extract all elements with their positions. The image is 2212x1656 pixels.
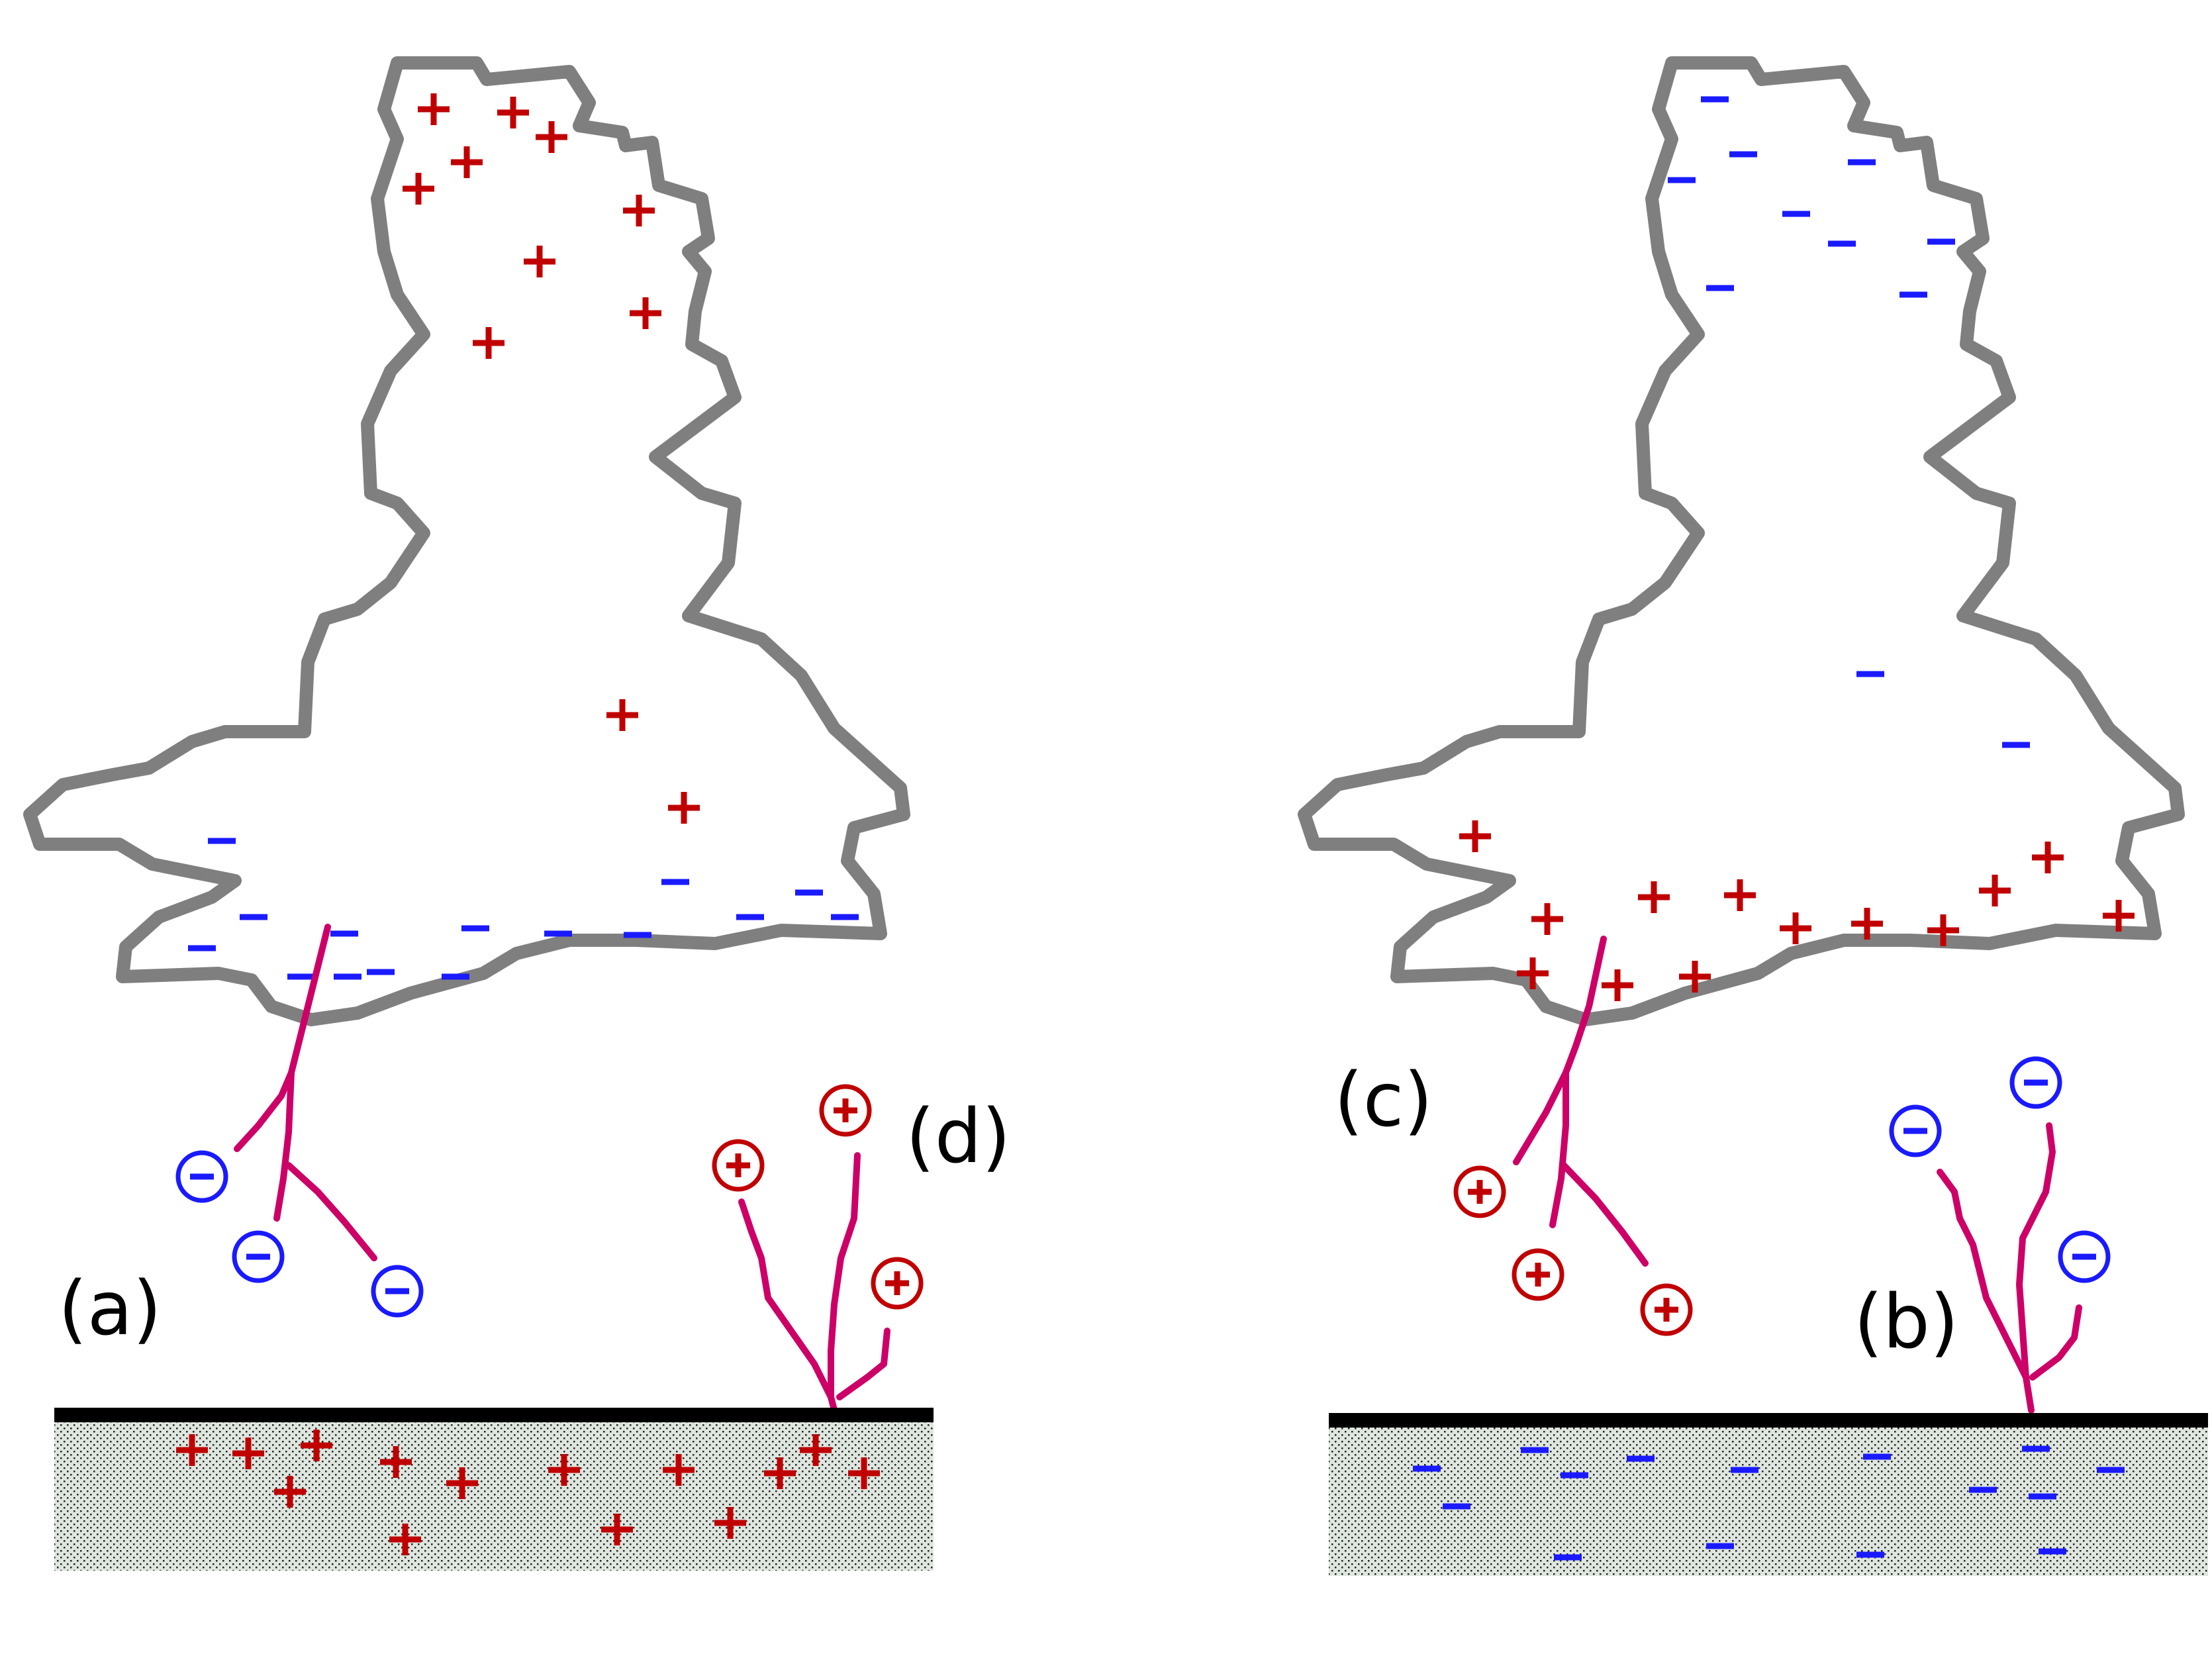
leader-branch (1561, 1162, 1649, 1267)
negative-ion (232, 1230, 285, 1283)
right-panel: (c) (b) (1298, 56, 2208, 1576)
positive-ion (871, 1257, 924, 1310)
leader-branch (836, 1328, 890, 1400)
positive-charge (1780, 912, 1811, 944)
left-ground (54, 1417, 934, 1571)
right-cloud-upper-charges (1668, 96, 2030, 748)
leader-branch (2029, 1304, 2082, 1381)
positive-charge (548, 1454, 580, 1486)
negative-ion (1889, 1104, 1942, 1157)
right-leaders (1513, 936, 2082, 1414)
right-ground-charges (1413, 1445, 2125, 1561)
label-c: (c) (1334, 1057, 1433, 1144)
positive-charge (536, 121, 567, 153)
positive-charge (418, 93, 450, 125)
left-cloud-upper-charges (403, 93, 700, 824)
positive-charge (601, 1514, 633, 1545)
right-cloud-outline (1298, 56, 2185, 1026)
positive-charge (301, 1430, 332, 1461)
positive-ion (1453, 1165, 1506, 1218)
leader-branch (285, 1162, 377, 1261)
positive-charge (473, 327, 505, 359)
positive-charge (606, 699, 638, 731)
leader-branch (1549, 1069, 1569, 1228)
positive-ion (712, 1139, 765, 1192)
positive-charge (2032, 842, 2064, 873)
left-panel: (a) (d) (23, 56, 1010, 1571)
left-leaders (234, 924, 890, 1434)
leader-branch (828, 1152, 861, 1400)
positive-charge (1459, 820, 1491, 852)
leader-branch (234, 924, 331, 1152)
positive-charge (630, 297, 661, 329)
positive-charge (497, 97, 529, 128)
positive-charge (764, 1457, 796, 1489)
positive-charge (1979, 875, 2011, 906)
left-cloud-base-charges (188, 838, 859, 980)
negative-ion (2009, 1056, 2062, 1109)
positive-charge (380, 1446, 412, 1478)
positive-charge (623, 195, 655, 226)
label-d: (d) (906, 1094, 1010, 1180)
positive-ion (1512, 1248, 1564, 1301)
right-cloud-base-charges (1459, 820, 2135, 1001)
positive-charge (1927, 914, 1959, 946)
leader-branch (273, 1069, 295, 1222)
positive-ion (1640, 1283, 1693, 1336)
positive-charge (274, 1476, 306, 1508)
leader-branch (2016, 1122, 2056, 1381)
positive-charge (176, 1434, 208, 1466)
positive-charge (1517, 957, 1549, 989)
positive-charge (663, 1454, 695, 1486)
right-leader-charges (1453, 1056, 2111, 1336)
right-ground (1329, 1422, 2208, 1576)
left-cloud-outline (23, 56, 910, 1026)
positive-charge (1602, 969, 1633, 1001)
label-a: (a) (58, 1266, 162, 1352)
negative-ion (175, 1150, 228, 1203)
positive-charge (1679, 961, 1711, 993)
positive-charge (524, 246, 555, 277)
leader-branch (1513, 936, 1607, 1165)
positive-charge (451, 146, 483, 178)
positive-charge (2103, 900, 2135, 932)
leader-branch (738, 1198, 843, 1434)
positive-charge (232, 1437, 264, 1469)
positive-charge (403, 173, 434, 205)
positive-charge (800, 1434, 832, 1466)
positive-charge (1724, 879, 1756, 911)
left-ground-charges (176, 1430, 880, 1555)
negative-ion (2058, 1230, 2111, 1283)
negative-ion (371, 1265, 424, 1318)
positive-charge (1638, 881, 1670, 913)
positive-charge (1851, 908, 1883, 940)
positive-charge (668, 792, 700, 824)
positive-ion (819, 1084, 872, 1137)
positive-charge (714, 1507, 746, 1539)
positive-charge (1531, 903, 1563, 935)
positive-charge (446, 1467, 478, 1499)
left-leader-charges (175, 1084, 924, 1318)
positive-charge (389, 1524, 421, 1555)
positive-charge (848, 1457, 880, 1489)
label-b: (b) (1854, 1279, 1958, 1365)
